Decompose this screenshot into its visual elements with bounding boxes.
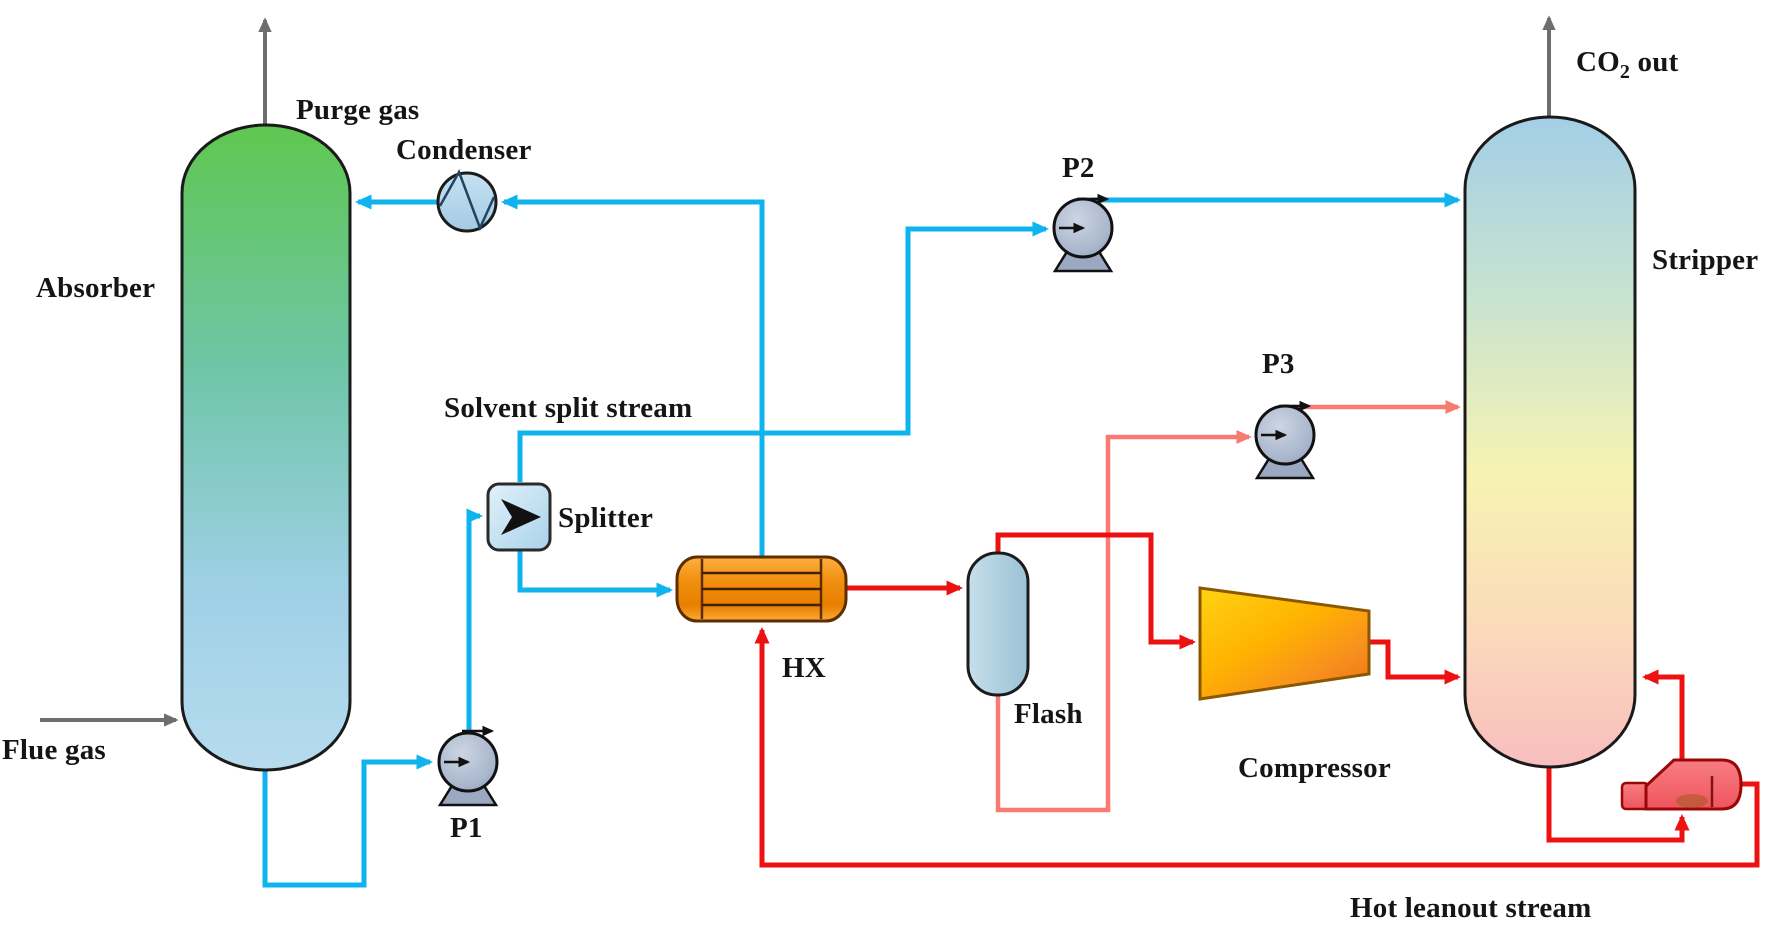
reboiler-symbol xyxy=(1620,758,1743,811)
absorber-label: Absorber xyxy=(36,272,156,304)
pump-p2-symbol xyxy=(1052,193,1114,273)
solvent-split-stream-line xyxy=(517,221,1049,482)
compressor-label: Compressor xyxy=(1238,752,1391,784)
hx-tube-lines xyxy=(702,571,821,607)
compressor-to-stripper-line xyxy=(1369,639,1461,685)
p3-label: P3 xyxy=(1262,348,1295,380)
flue-gas-label: Flue gas xyxy=(2,734,106,766)
hx-label: HX xyxy=(782,652,826,684)
stripper-column xyxy=(1463,115,1637,769)
splitter-to-hx-line xyxy=(517,551,673,598)
reboiler-burner-mark xyxy=(1676,794,1708,808)
stripper-bottoms-to-reboiler-line xyxy=(1546,757,1690,843)
flash-drum xyxy=(966,551,1030,697)
p1-to-splitter-line xyxy=(466,508,483,731)
flash-liquid-to-p3-line xyxy=(995,429,1252,813)
reboiler-vapor-return-line xyxy=(1642,669,1685,759)
p1-label: P1 xyxy=(450,812,483,844)
purge-gas-label: Purge gas xyxy=(296,94,420,126)
condenser-coil-icon xyxy=(438,169,496,232)
co2-subscript: 2 xyxy=(1619,60,1631,83)
pump-p3-symbol xyxy=(1254,400,1316,480)
co2-suffix: out xyxy=(1630,46,1679,78)
hx-symbol xyxy=(675,555,848,623)
co2-out-label: CO2 out xyxy=(1576,46,1679,82)
p2-label: P2 xyxy=(1062,152,1095,184)
compressor-symbol xyxy=(1198,586,1371,701)
co2-prefix: CO xyxy=(1576,46,1620,78)
solvent-split-stream-label: Solvent split stream xyxy=(444,392,693,424)
stripper-label: Stripper xyxy=(1652,244,1759,276)
condenser-label: Condenser xyxy=(396,134,532,166)
condenser-symbol xyxy=(436,169,498,233)
splitter-symbol xyxy=(486,482,552,552)
reboiler-body xyxy=(1644,758,1743,811)
flash-label: Flash xyxy=(1014,698,1083,730)
absorber-bottoms-to-p1-line xyxy=(262,754,433,888)
hot-leanout-stream-line xyxy=(754,627,1760,868)
lean-solvent-to-condenser-line xyxy=(501,194,765,557)
pump-p1-symbol xyxy=(437,725,499,807)
reboiler-neck xyxy=(1620,781,1650,811)
splitter-label: Splitter xyxy=(558,502,654,534)
hot-leanout-stream-label: Hot leanout stream xyxy=(1350,892,1592,924)
absorber-column xyxy=(180,123,352,772)
flash-vapor-to-compressor-line xyxy=(995,532,1196,650)
condenser-shell xyxy=(436,171,498,233)
splitter-arrow-icon xyxy=(501,499,541,535)
